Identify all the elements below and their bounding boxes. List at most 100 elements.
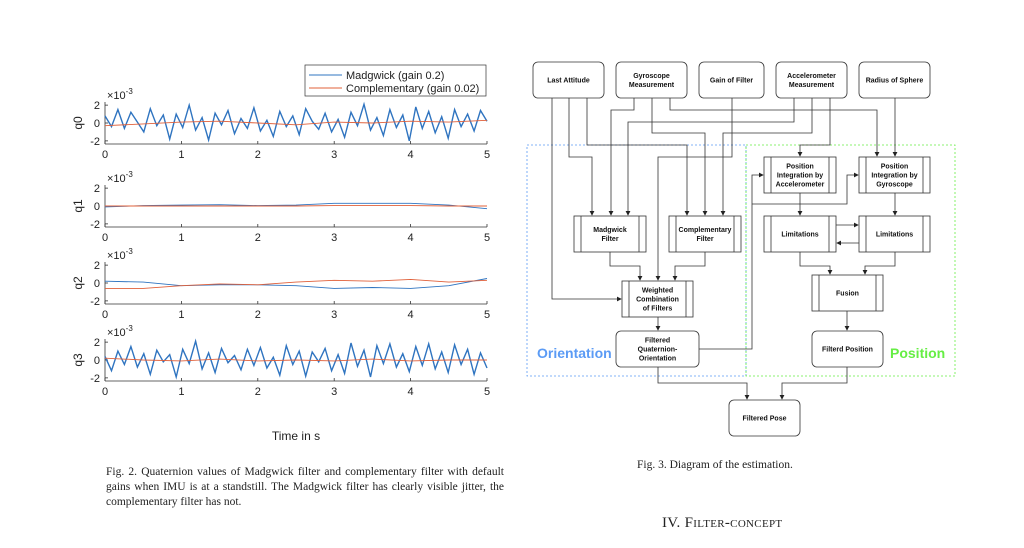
node-box (532, 61, 605, 99)
x-tick-label: 0 (102, 309, 108, 321)
node-box (763, 215, 837, 253)
node-label: Limitations (781, 232, 818, 239)
position-group-box (745, 144, 956, 377)
diagram-arrow (669, 98, 880, 157)
complementary-series-line (104, 357, 487, 362)
position-group-label: Position (890, 345, 945, 361)
y-tick-label: -2 (90, 219, 100, 231)
node-limitations-a: Limitations (763, 215, 837, 253)
node-box (811, 330, 884, 368)
node-label: Madgwick (593, 227, 627, 234)
node-label: of Filters (643, 306, 673, 313)
x-tick-label: 0 (102, 386, 108, 398)
node-last-attitude: Last Attitude (532, 61, 605, 99)
x-tick-label: 4 (408, 232, 414, 244)
node-label: Filtered (645, 338, 670, 345)
complementary-series-line (105, 278, 488, 289)
y-tick-label: 2 (94, 183, 100, 195)
y-scale-exponent: -3 (126, 87, 134, 96)
node-label: Last Attitude (547, 78, 590, 85)
x-tick-label: 3 (331, 309, 337, 321)
diagram-arrow (752, 172, 859, 205)
node-label: Filterd Position (822, 347, 873, 354)
x-tick-label: 3 (331, 386, 337, 398)
chart-legend: Madgwick (gain 0.2)Complementary (gain 0… (304, 64, 487, 97)
node-gain: Gain of Filter (698, 61, 765, 99)
y-scale-exponent: -3 (126, 247, 134, 256)
node-fusion: Fusion (811, 274, 884, 312)
y-tick-label: -2 (90, 296, 100, 308)
x-tick-label: 5 (484, 232, 490, 244)
legend-entry: Madgwick (gain 0.2) (346, 70, 444, 82)
diagram-arrow (720, 98, 813, 216)
section-heading: IV. Filter-concept (662, 515, 783, 531)
x-tick-label: 4 (408, 309, 414, 321)
diagram-arrow (799, 252, 833, 275)
node-label: Complementary (679, 227, 732, 234)
y-tick-label: -2 (90, 373, 100, 385)
diagram-arrow (608, 98, 635, 216)
node-box (858, 215, 931, 253)
x-tick-label: 2 (255, 386, 261, 398)
node-box (858, 61, 931, 99)
x-tick-label: 3 (331, 232, 337, 244)
legend-box (304, 64, 487, 97)
node-label: Gyroscope (633, 73, 670, 80)
figure-2-caption: Fig. 2. Quaternion values of Madgwick fi… (106, 466, 504, 508)
x-tick-label: 1 (178, 386, 184, 398)
diagram-arrow (797, 98, 831, 157)
madgwick-series-line (104, 278, 488, 289)
y-axis-label: q0 (71, 116, 85, 130)
madgwick-series-line (104, 338, 488, 380)
node-label: Accelerometer (776, 182, 825, 189)
x-tick-label: 0 (102, 232, 108, 244)
x-tick-label: 2 (255, 309, 261, 321)
x-axis-label: Time in s (272, 429, 320, 443)
y-tick-label: 2 (94, 260, 100, 272)
node-box (615, 330, 700, 368)
diagram-arrow (551, 98, 622, 302)
legend-entry: Complementary (gain 0.02) (346, 83, 479, 95)
diagram-arrow (862, 252, 896, 275)
node-label: Filter (696, 236, 713, 243)
node-box (621, 280, 694, 318)
x-tick-label: 5 (484, 386, 490, 398)
node-label: Accelerometer (787, 73, 836, 80)
y-tick-label: -2 (90, 136, 100, 148)
node-label: Filtered Pose (743, 416, 787, 423)
x-tick-label: 1 (178, 309, 184, 321)
node-box (698, 61, 765, 99)
node-box (668, 215, 742, 253)
y-axis-label: q3 (71, 353, 85, 367)
figure-3-caption: Fig. 3. Diagram of the estimation. (637, 459, 793, 471)
x-tick-label: 1 (178, 149, 184, 161)
node-limitations-b: Limitations (858, 215, 931, 253)
node-label: Position (786, 164, 814, 171)
node-label: Gyroscope (876, 182, 913, 189)
diagram-arrow (625, 98, 795, 216)
node-label: Position (881, 164, 909, 171)
x-tick-label: 5 (484, 149, 490, 161)
node-label: Gain of Filter (710, 78, 753, 85)
node-label: Radius of Sphere (866, 78, 924, 85)
y-tick-label: 0 (94, 355, 100, 367)
node-label: Filter (601, 236, 618, 243)
x-tick-label: 5 (484, 309, 490, 321)
diagram-arrow (779, 367, 848, 400)
y-tick-label: 0 (94, 118, 100, 130)
node-box (615, 61, 688, 99)
y-scale-exponent: -3 (126, 324, 134, 333)
node-box (728, 399, 801, 437)
x-tick-label: 2 (255, 149, 261, 161)
diagram-arrow (609, 252, 643, 281)
node-box (763, 156, 837, 194)
